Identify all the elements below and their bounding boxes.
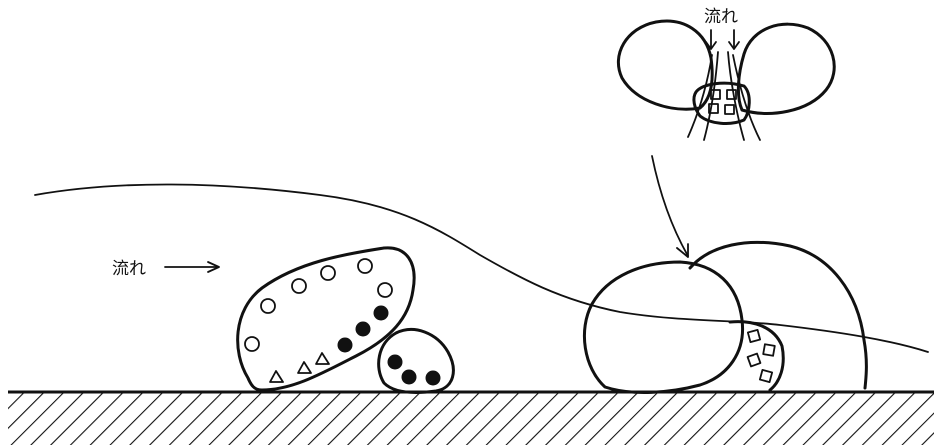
flow-arrow-main xyxy=(165,262,219,272)
ground-hatching xyxy=(8,392,934,445)
large-particle xyxy=(238,248,414,390)
inset-leader-arrow xyxy=(652,156,688,257)
flow-label-inset: 流れ xyxy=(704,7,738,27)
flow-streamline xyxy=(35,184,928,352)
right-sphere-front xyxy=(584,262,742,393)
inset-sphere-left xyxy=(618,21,712,109)
triangles xyxy=(270,353,329,382)
small-particle xyxy=(379,329,454,392)
inset-detail: 流れ xyxy=(618,7,834,140)
bridging-particle-main xyxy=(730,322,783,390)
filled-circles-large xyxy=(338,306,389,353)
flow-label-main: 流れ xyxy=(112,259,146,279)
inset-flow-arrows xyxy=(706,30,739,49)
inset-sphere-right xyxy=(738,24,834,113)
open-circles xyxy=(245,259,392,351)
right-sphere-back xyxy=(690,242,866,388)
